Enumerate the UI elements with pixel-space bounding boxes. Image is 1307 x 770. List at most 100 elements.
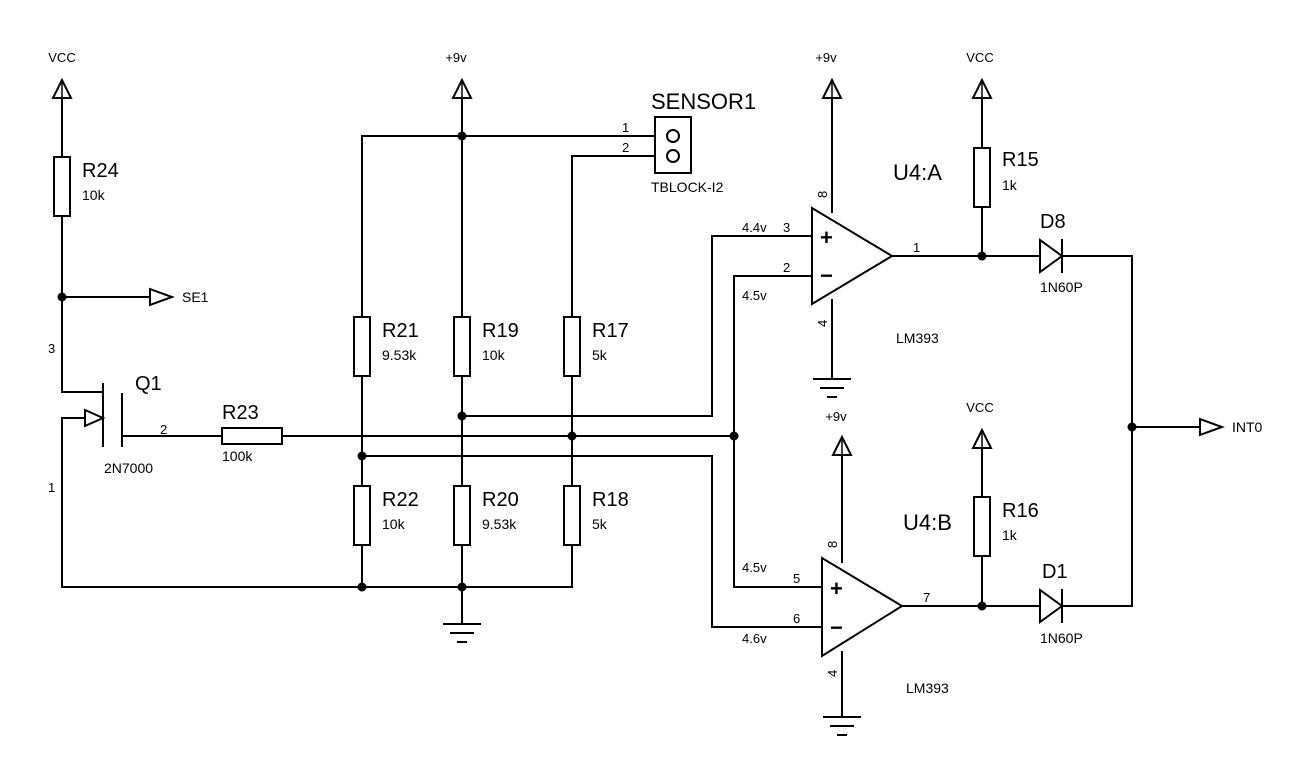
resistor-ref: R21: [382, 320, 419, 342]
resistor-body: [453, 485, 471, 546]
pin-number: 2: [783, 260, 790, 275]
resistor-r22: R22 10k: [353, 485, 419, 546]
ground-icon: [823, 716, 861, 736]
resistor-value: 1k: [1002, 177, 1018, 193]
resistor-ref: R15: [1002, 149, 1039, 171]
junction-dot: [977, 251, 987, 261]
power-vcc-r15: VCC: [966, 50, 994, 99]
voltage-label: 4.5v: [742, 288, 767, 303]
resistor-ref: R17: [592, 320, 629, 342]
resistor-body: [453, 316, 471, 377]
sensor-part: TBLOCK-I2: [651, 179, 724, 195]
pin-number: 4: [815, 320, 830, 327]
resistor-body: [221, 427, 283, 445]
diode-d1: D1 1N60P: [1039, 561, 1083, 646]
opamp-ref: U4:B: [903, 510, 952, 535]
transistor-ref: Q1: [135, 373, 162, 395]
power-label: +9v: [445, 50, 467, 65]
diode-part: 1N60P: [1040, 630, 1083, 646]
terminal-block-icon: [654, 116, 692, 174]
plus-sign: +: [820, 225, 833, 250]
pin-number: 3: [48, 341, 55, 356]
diode-part: 1N60P: [1040, 279, 1083, 295]
power-label: VCC: [966, 50, 993, 65]
resistor-ref: R16: [1002, 500, 1039, 522]
resistor-body: [53, 156, 71, 217]
power-9v-u4b: +9v: [825, 409, 853, 456]
diode-ref: D1: [1042, 561, 1068, 583]
resistor-value: 5k: [592, 347, 608, 363]
power-vcc-r16: VCC: [966, 400, 994, 449]
voltage-label: 4.5v: [742, 560, 767, 575]
resistor-value: 100k: [222, 448, 253, 464]
pin-number: 5: [793, 571, 800, 586]
minus-sign: −: [830, 615, 843, 640]
transistor-part: 2N7000: [104, 460, 153, 476]
ground-icon: [443, 623, 481, 643]
sensor-ref: SENSOR1: [651, 89, 756, 114]
junction-dot: [457, 411, 467, 421]
resistor-value: 9.53k: [482, 516, 517, 532]
resistor-value: 5k: [592, 516, 608, 532]
net-label: INT0: [1232, 419, 1263, 435]
opamp-part: LM393: [906, 680, 949, 696]
opamp-part: LM393: [896, 330, 939, 346]
resistor-body: [563, 316, 581, 377]
power-9v-u4a: +9v: [815, 50, 843, 99]
resistor-ref: R22: [382, 489, 419, 511]
pin-number: 1: [622, 120, 629, 135]
resistor-value: 10k: [382, 516, 406, 532]
power-label: +9v: [815, 50, 837, 65]
opamp-ref: U4:A: [893, 160, 942, 185]
pin-number: 4: [825, 670, 840, 677]
resistor-ref: R24: [82, 160, 119, 182]
comparator-icon: [821, 556, 904, 658]
plus-sign: +: [830, 576, 843, 601]
resistor-ref: R20: [482, 489, 519, 511]
sensor-sensor1: SENSOR1 TBLOCK-I2 1 2: [622, 89, 756, 195]
junction-dot: [729, 431, 739, 441]
resistor-value: 9.53k: [382, 347, 417, 363]
resistor-body: [353, 316, 371, 377]
net-label: SE1: [182, 289, 209, 305]
resistor-r24: R24 10k: [53, 156, 119, 217]
resistor-ref: R18: [592, 489, 629, 511]
resistor-r20: R20 9.53k: [453, 485, 519, 546]
resistor-value: 1k: [1002, 527, 1018, 543]
resistor-body: [353, 485, 371, 546]
resistor-body: [973, 496, 991, 557]
pin-number: 8: [825, 541, 840, 548]
power-label: +9v: [825, 409, 847, 424]
junction-dot: [357, 582, 367, 592]
pin-number: 1: [913, 240, 920, 255]
diode-d8: D8 1N60P: [1039, 211, 1083, 295]
pin-number: 2: [622, 140, 629, 155]
junction-dot: [457, 582, 467, 592]
resistor-r16: R16 1k: [973, 496, 1039, 557]
pin-number: 1: [48, 480, 55, 495]
diode-ref: D8: [1040, 211, 1066, 233]
junction-dot: [977, 601, 987, 611]
port-arrow-icon: [149, 287, 175, 307]
resistor-body: [973, 147, 991, 208]
pin-number: 8: [815, 191, 830, 198]
comparator-u4a: + − U4:A LM393 3 2 1 8 4: [783, 160, 942, 346]
resistor-r21: R21 9.53k: [353, 316, 419, 377]
resistor-body: [563, 485, 581, 546]
resistor-value: 10k: [482, 347, 506, 363]
net-port-int0: INT0: [1199, 417, 1263, 437]
resistor-r15: R15 1k: [973, 147, 1039, 208]
resistor-r17: R17 5k: [563, 316, 629, 377]
ground-divider: [443, 623, 481, 643]
pin-number: 7: [923, 590, 930, 605]
ground-icon: [813, 378, 851, 398]
mosfet-icon: [70, 383, 123, 447]
junctions: [57, 131, 1137, 611]
resistor-r23: R23 100k: [221, 402, 283, 464]
power-9v-divider: +9v: [445, 50, 473, 99]
junction-dot: [567, 431, 577, 441]
junction-dot: [357, 451, 367, 461]
pin-number: 6: [793, 611, 800, 626]
power-label: VCC: [966, 400, 993, 415]
